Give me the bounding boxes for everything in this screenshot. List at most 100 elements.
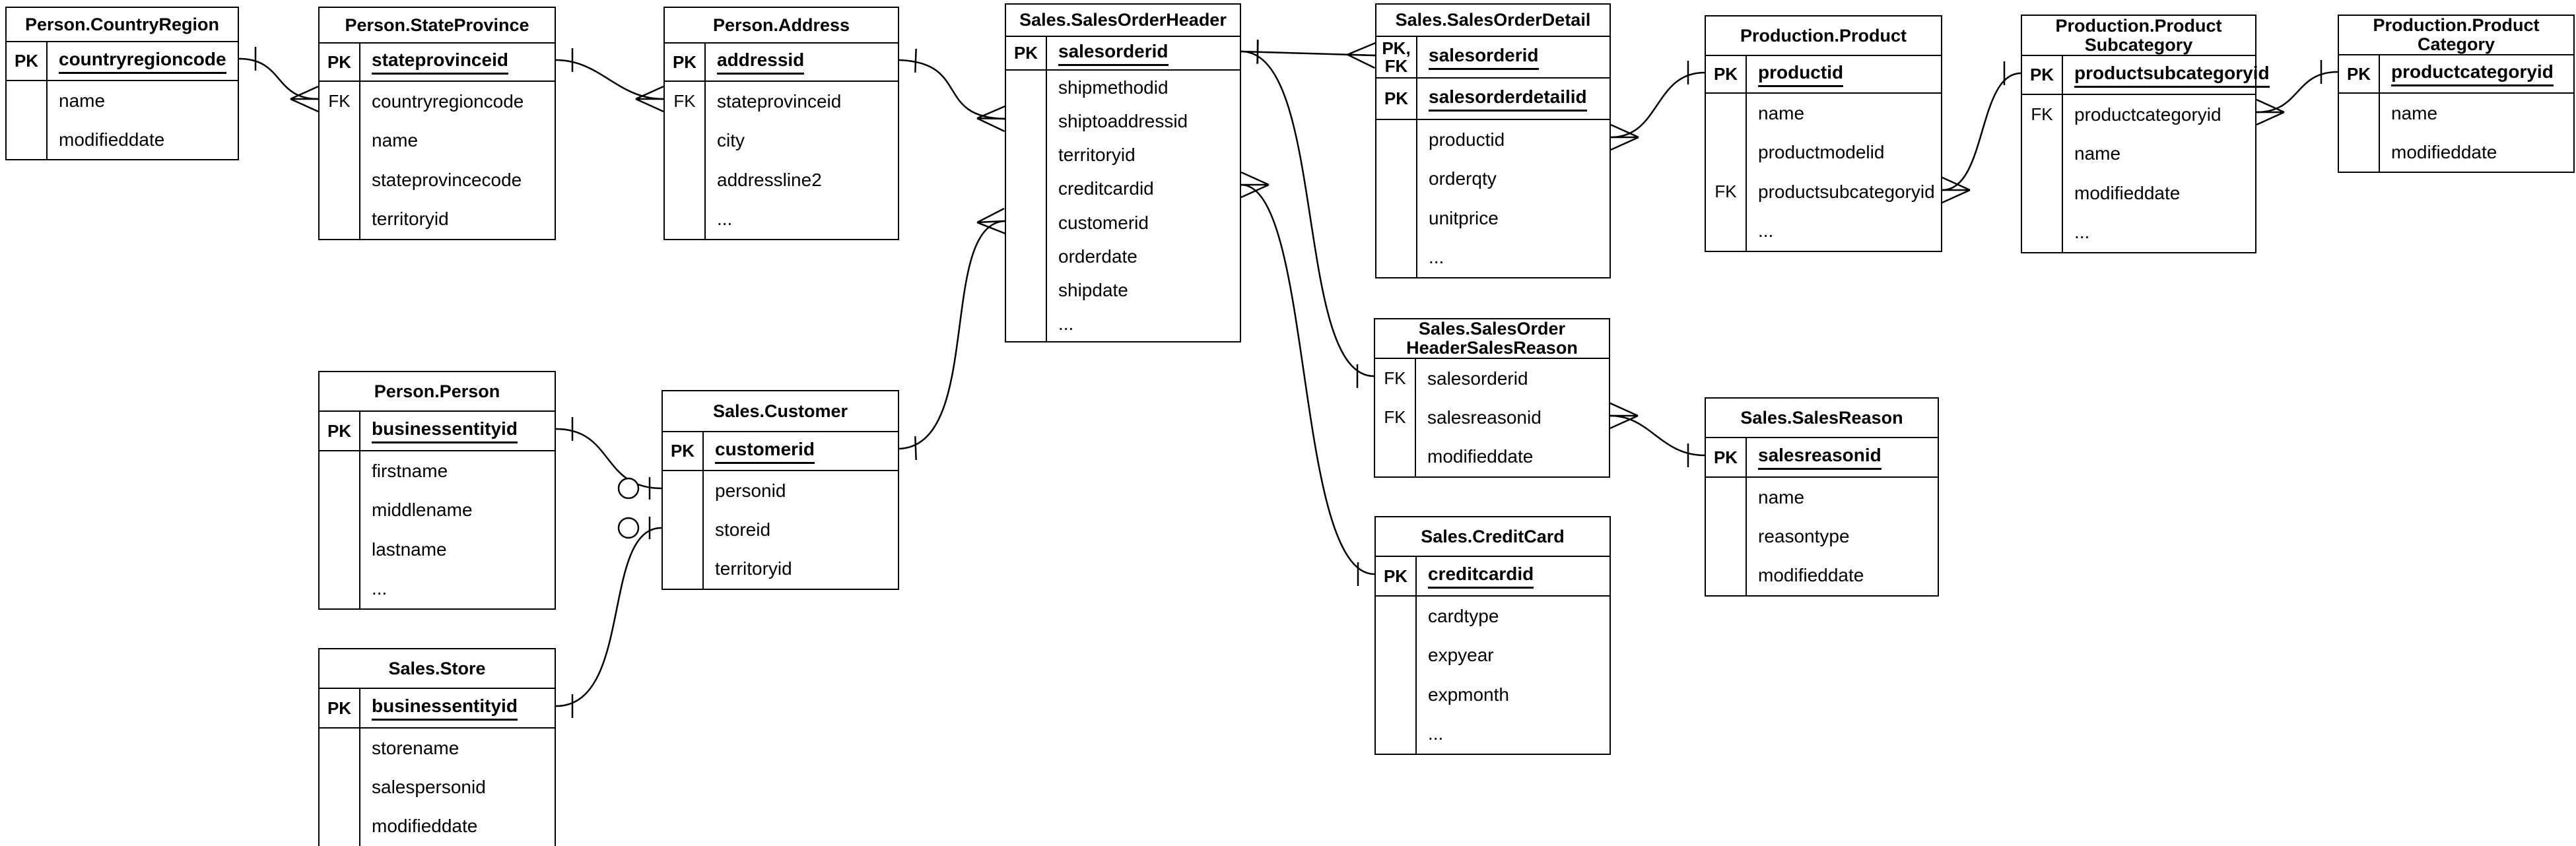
table-row: ... <box>1706 211 1941 251</box>
field-salesorderheader-territoryid: territoryid <box>1058 145 1135 166</box>
table-title: Sales.Customer <box>712 401 848 421</box>
relationship-product-salesorderdetail <box>1610 61 1705 151</box>
key-label <box>1006 104 1047 139</box>
field-address-...: ... <box>717 209 733 230</box>
table-row: unitprice <box>1376 199 1610 238</box>
field-stateprovince-stateprovincecode: stateprovincecode <box>372 169 522 190</box>
table-row: lastname <box>320 530 555 569</box>
field-store-businessentityid: businessentityid <box>360 689 555 727</box>
field-creditcard-expmonth: expmonth <box>1428 684 1509 705</box>
table-row: shiptoaddressid <box>1006 104 1240 139</box>
field-stateprovince-stateprovinceid: stateprovinceid <box>360 44 555 81</box>
relationship-countryregion-stateprovince <box>238 47 319 113</box>
relationship-salesorderheader-salesorderdetail <box>1240 40 1376 69</box>
table-row: name <box>320 121 555 160</box>
table-title: Production.Product <box>1740 25 1907 46</box>
relationship-creditcard-salesorderheader <box>1240 171 1375 586</box>
key-label <box>1706 94 1747 133</box>
field-customer-storeid: storeid <box>715 519 771 540</box>
primary-key-field-name: productid <box>1758 62 1844 87</box>
key-label <box>320 806 360 846</box>
table-title-line: Sales.SalesOrder <box>1418 319 1566 339</box>
table-row: cardtype <box>1376 597 1610 636</box>
key-label: PK <box>665 44 706 81</box>
key-label-line: FK <box>1384 55 1408 76</box>
field-productsubcategory-productcategoryid: productcategoryid <box>2074 104 2221 125</box>
key-label <box>320 767 360 807</box>
table-row: name <box>1706 478 1938 517</box>
field-customer-customerid: customerid <box>704 432 898 470</box>
key-label <box>663 549 704 589</box>
primary-key-field-name: customerid <box>715 439 815 464</box>
relationship-address-salesorderheader <box>898 48 1005 133</box>
table-row: modifieddate <box>2022 174 2255 213</box>
field-productcategory-modifieddate: modifieddate <box>2391 141 2497 162</box>
field-salesorderdetail-productid: productid <box>1429 129 1505 150</box>
key-row-section: PK customerid <box>663 431 898 470</box>
field-stateprovince-countryregioncode: countryregioncode <box>372 90 524 112</box>
field-person-lastname: lastname <box>372 538 447 560</box>
key-label <box>320 121 360 160</box>
relationship-customer-salesorderheader <box>898 207 1006 460</box>
table-title: Sales.SalesOrderHeader <box>1019 10 1227 30</box>
key-label <box>1706 556 1747 595</box>
table-row: productid <box>1376 120 1610 160</box>
key-label: PK <box>663 432 704 470</box>
table-row: shipdate <box>1006 273 1240 308</box>
key-label <box>663 471 704 511</box>
field-salesorderdetail-orderqty: orderqty <box>1429 168 1497 189</box>
field-store-salespersonid: salespersonid <box>372 776 486 797</box>
key-label <box>320 530 360 569</box>
key-label <box>1376 714 1417 754</box>
primary-key-field-name: salesorderid <box>1429 45 1539 70</box>
table-row: orderdate <box>1006 240 1240 274</box>
key-label <box>1376 238 1417 277</box>
relationship-productsubcategory-product <box>1942 61 2021 204</box>
key-label: PK <box>320 689 360 727</box>
field-salesorderheader-orderdate: orderdate <box>1058 245 1137 267</box>
table-row: name <box>2022 134 2255 174</box>
primary-key-field-name: salesorderid <box>1058 41 1169 66</box>
table-row: personid <box>663 471 898 511</box>
key-label <box>2022 212 2063 252</box>
field-stateprovince-territoryid: territoryid <box>372 209 449 230</box>
field-creditcard-...: ... <box>1428 723 1444 744</box>
table-row: orderqty <box>1376 159 1610 199</box>
table-title-line: HeaderSalesReason <box>1406 338 1578 358</box>
table-row: modifieddate <box>7 120 238 159</box>
field-salesreason-name: name <box>1758 486 1805 507</box>
field-salesorderdetail-salesorderid: salesorderid <box>1417 37 1610 77</box>
table-row: reasontype <box>1706 517 1938 556</box>
key-label: PK <box>2022 56 2063 94</box>
field-product-productmodelid: productmodelid <box>1758 142 1885 163</box>
primary-key-field-name: businessentityid <box>372 418 518 443</box>
key-label: PK <box>1706 56 1747 92</box>
key-label <box>1706 478 1747 517</box>
field-salesreason-reasontype: reasontype <box>1758 525 1850 546</box>
